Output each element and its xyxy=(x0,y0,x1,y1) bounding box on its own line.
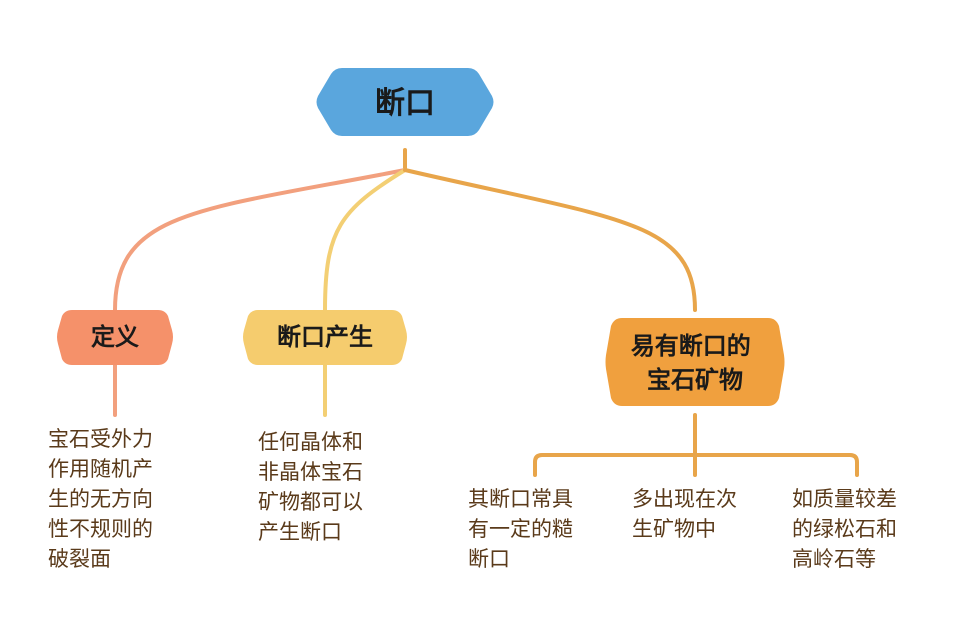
definition-node-label: 定义 xyxy=(91,323,139,351)
gems-node-shape xyxy=(605,318,785,406)
gems-child-1-description: 其断口常具 有一定的糙 断口 xyxy=(468,484,573,574)
connector-root-gems xyxy=(403,168,697,312)
origin-node-shape xyxy=(243,310,407,365)
origin-description-line: 产生断口 xyxy=(258,520,342,544)
definition-description-line: 作用随机产 xyxy=(48,457,153,481)
origin-node[interactable]: 断口产生 xyxy=(243,310,407,365)
definition-description-line: 破裂面 xyxy=(48,547,111,571)
gems-child-3-description: 如质量较差 的绿松石和 高岭石等 xyxy=(792,484,897,574)
definition-description-line: 宝石受外力 xyxy=(48,427,153,451)
origin-description: 任何晶体和 非晶体宝石 矿物都可以 产生断口 xyxy=(258,427,363,547)
origin-description-line: 矿物都可以 xyxy=(258,490,363,514)
origin-description-line: 任何晶体和 xyxy=(258,430,363,454)
definition-node-shape xyxy=(57,310,173,365)
gems-child-3-line: 的绿松石和 xyxy=(792,517,897,541)
definition-description: 宝石受外力 作用随机产 生的无方向 性不规则的 破裂面 xyxy=(48,424,153,574)
gems-child-1-line: 断口 xyxy=(468,547,510,571)
connector-root-origin xyxy=(323,168,407,312)
root-node-shape xyxy=(316,68,494,136)
gems-node-label: 易有断口的 宝石矿物 xyxy=(631,332,759,394)
gems-child-1-line: 有一定的糙 xyxy=(468,517,573,541)
origin-node-label: 断口产生 xyxy=(277,323,373,351)
definition-description-line: 生的无方向 xyxy=(48,487,153,511)
gems-node-label-line-2: 宝石矿物 xyxy=(647,366,743,394)
gems-node-label-line-1: 易有断口的 xyxy=(631,332,751,360)
origin-description-line: 非晶体宝石 xyxy=(258,460,363,484)
gems-child-2-line: 生矿物中 xyxy=(632,517,716,541)
gems-child-1-line: 其断口常具 xyxy=(468,487,573,511)
gems-node[interactable]: 易有断口的 宝石矿物 xyxy=(605,318,785,406)
root-node[interactable]: 断口 xyxy=(316,68,494,136)
gems-child-2-description: 多出现在次 生矿物中 xyxy=(632,484,737,544)
gems-child-3-line: 如质量较差 xyxy=(792,487,897,511)
gems-child-3-line: 高岭石等 xyxy=(792,547,876,571)
connector-root-definition xyxy=(113,168,407,312)
definition-node[interactable]: 定义 xyxy=(57,310,173,365)
root-node-label: 断口 xyxy=(375,86,435,121)
gems-child-2-line: 多出现在次 xyxy=(632,487,737,511)
definition-description-line: 性不规则的 xyxy=(48,517,153,541)
